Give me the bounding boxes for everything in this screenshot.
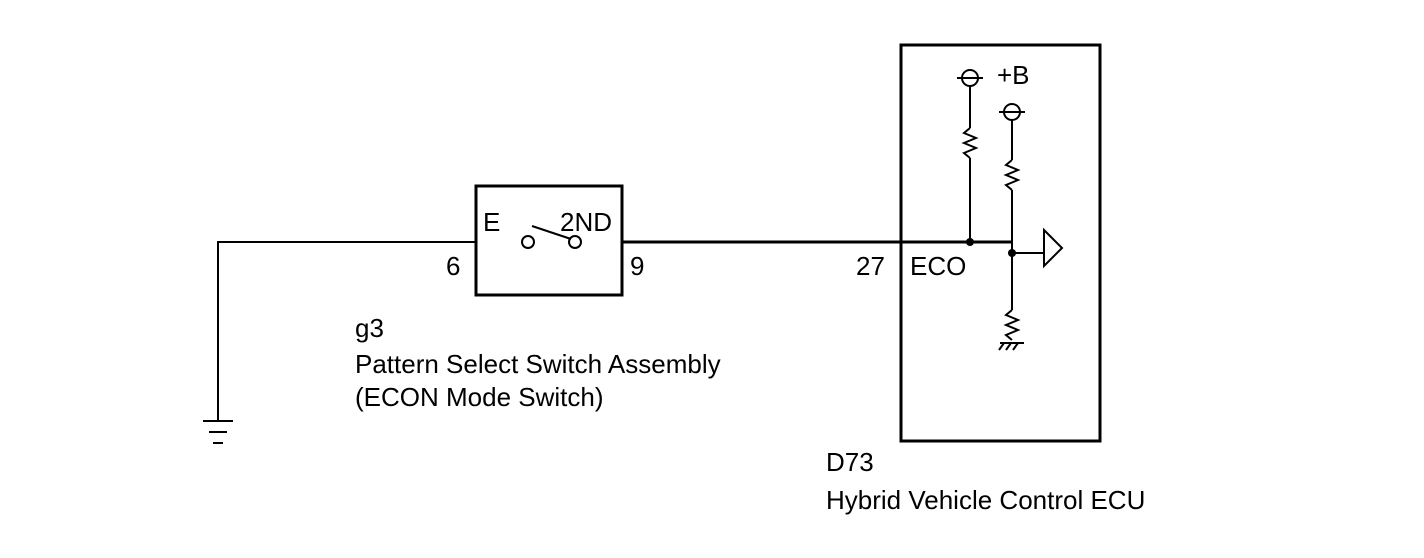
switch-connector-id: g3: [355, 313, 384, 343]
switch-subname: (ECON Mode Switch): [355, 382, 604, 412]
ecu-ground-icon: [998, 342, 1024, 351]
pin-9-label: 9: [630, 251, 644, 281]
ecu-connector-id: D73: [826, 447, 874, 477]
terminal-e-label: E: [483, 207, 500, 237]
switch-assembly-box: [474, 184, 624, 297]
junction-dot: [966, 238, 974, 246]
power-terminal-icon: [999, 103, 1025, 160]
chassis-ground-icon: [203, 420, 233, 444]
terminal-2nd-label: 2ND: [560, 207, 612, 237]
ecu-box: [899, 43, 1102, 443]
resistor-icon: [1003, 159, 1021, 191]
signal-output-arrow-icon: [1012, 227, 1064, 269]
resistor-icon: [1003, 309, 1021, 341]
ecu-name: Hybrid Vehicle Control ECU: [826, 485, 1145, 515]
switch-name: Pattern Select Switch Assembly: [355, 349, 721, 379]
resistor-icon: [961, 127, 979, 159]
ground-wire: [217, 241, 476, 420]
ecu-pin-number: 27: [856, 251, 885, 281]
power-terminal-icon: [957, 69, 983, 128]
supply-label: +B: [997, 60, 1030, 90]
ecu-pin-label: ECO: [910, 251, 966, 281]
switch-contact-icon: [521, 225, 582, 249]
pin-6-label: 6: [446, 251, 460, 281]
